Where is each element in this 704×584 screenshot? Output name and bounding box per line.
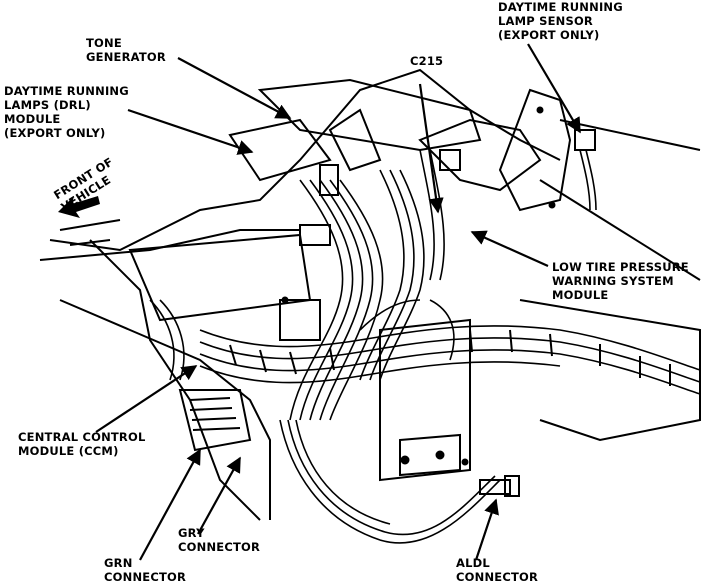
connector-blocks bbox=[281, 106, 596, 497]
label-ccm: CENTRAL CONTROL MODULE (CCM) bbox=[18, 430, 146, 458]
label-tone-generator: TONE GENERATOR bbox=[86, 36, 166, 64]
front-arrow bbox=[58, 196, 100, 218]
arrow-drl-module bbox=[127, 108, 254, 155]
arrow-low-tire bbox=[470, 230, 549, 268]
arrow-drl-sensor bbox=[527, 43, 581, 134]
leader-arrows bbox=[95, 43, 581, 561]
harness-wraps bbox=[229, 329, 671, 386]
label-grn-connector: GRN CONNECTOR bbox=[104, 556, 187, 584]
arrow-c215 bbox=[418, 83, 444, 214]
arrow-gry bbox=[197, 456, 241, 535]
wire-harness bbox=[149, 149, 701, 544]
label-low-tire-module: LOW TIRE PRESSURE WARNING SYSTEM MODULE bbox=[552, 260, 689, 302]
arrow-aldl bbox=[474, 498, 499, 561]
label-drl-sensor: DAYTIME RUNNING LAMP SENSOR (EXPORT ONLY… bbox=[498, 0, 623, 42]
arrow-ccm bbox=[95, 365, 198, 433]
arrow-grn bbox=[139, 448, 201, 561]
label-gry-connector: GRY CONNECTOR bbox=[178, 526, 261, 554]
label-aldl-connector: ALDL CONNECTOR bbox=[456, 556, 539, 584]
label-drl-module: DAYTIME RUNNING LAMPS (DRL) MODULE (EXPO… bbox=[4, 84, 129, 140]
arrow-tone-generator bbox=[177, 57, 292, 119]
label-c215: C215 bbox=[410, 54, 444, 68]
